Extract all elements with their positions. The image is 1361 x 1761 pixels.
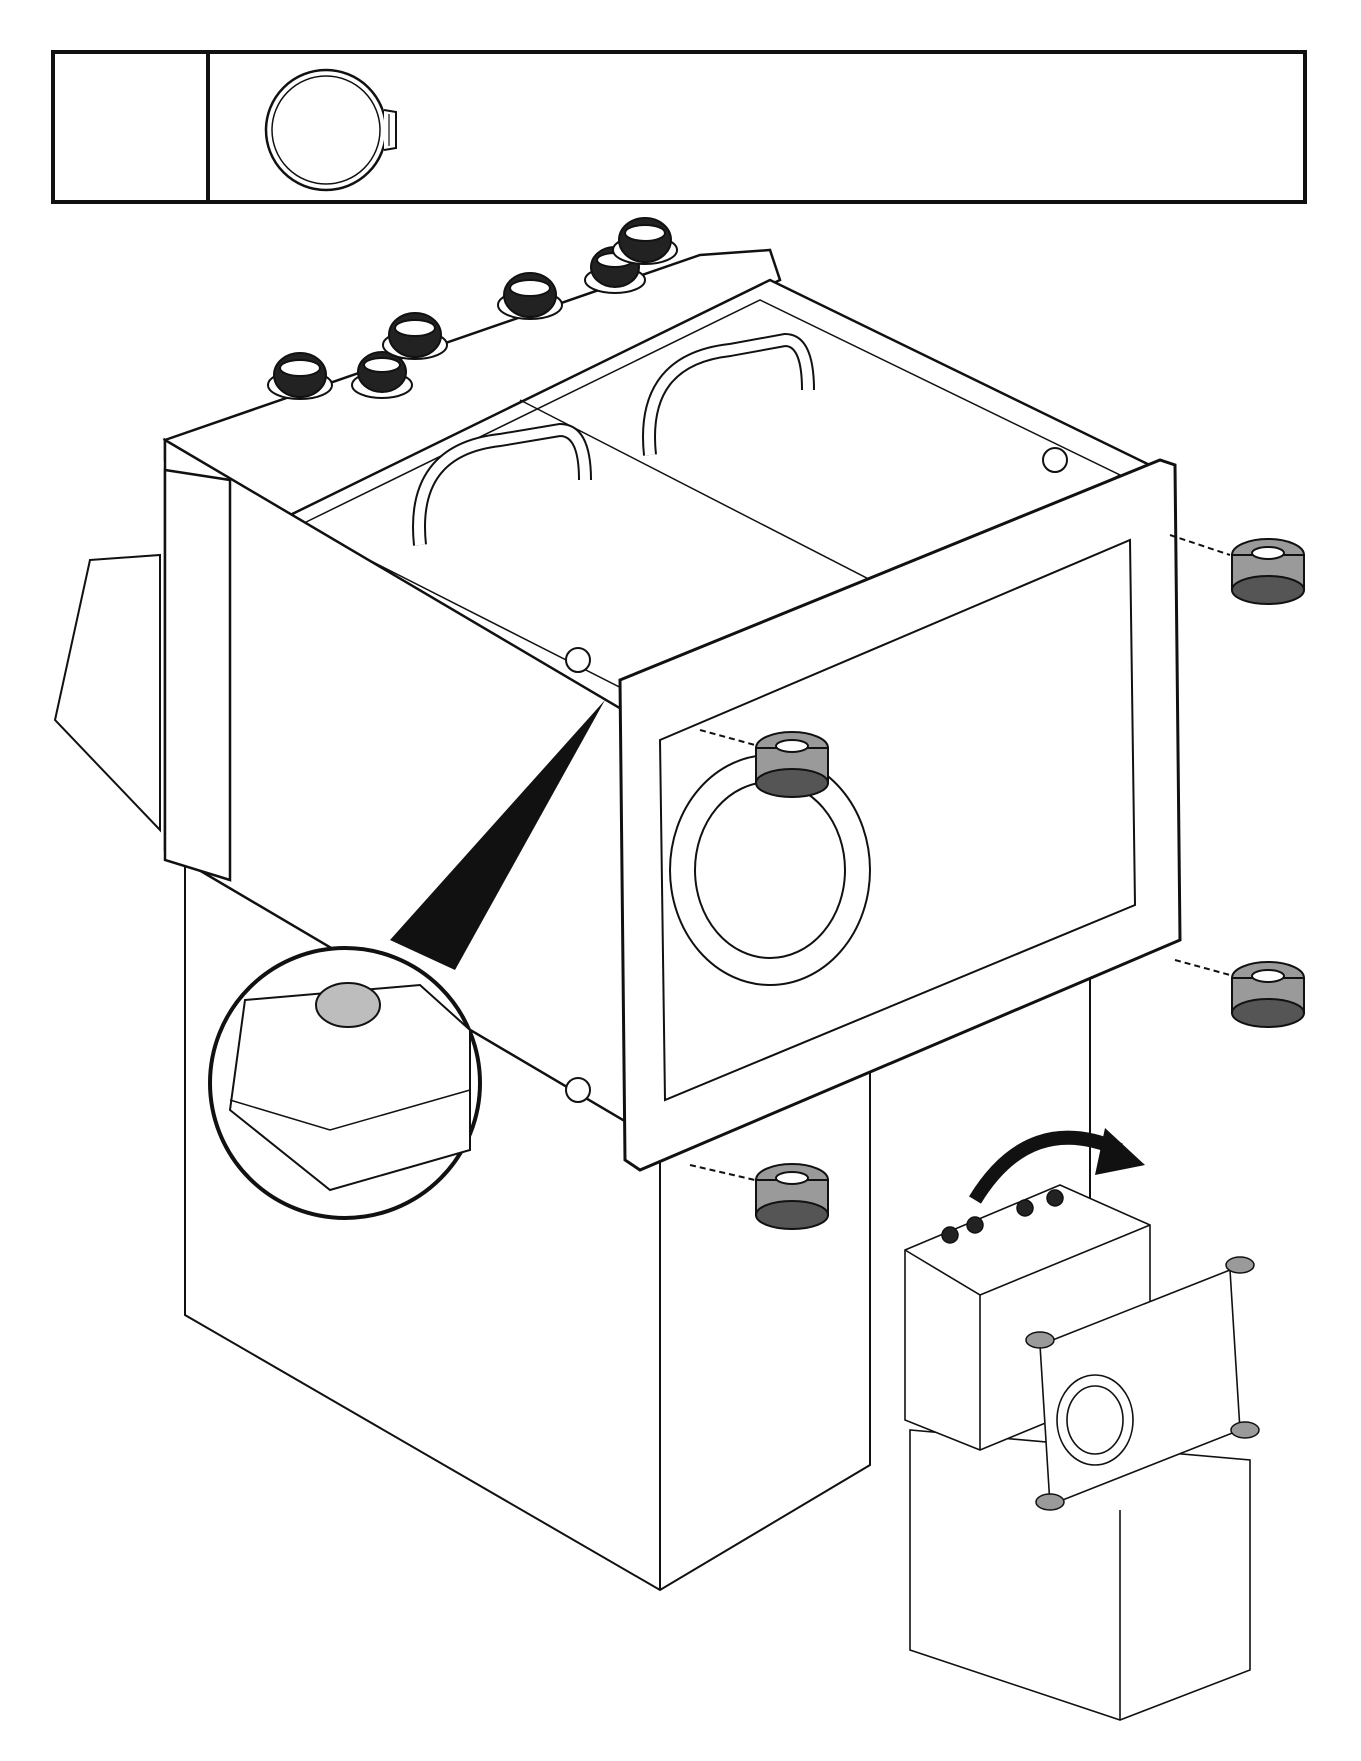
caster-wheel [1175, 960, 1304, 1027]
flip-over-assembly-inset [850, 1130, 1300, 1730]
step-header-box [51, 50, 1307, 204]
caster-wheel [1170, 535, 1304, 604]
parts-cell [210, 54, 1303, 200]
step-number-cell [55, 54, 210, 200]
cap-disc-icon [258, 62, 408, 197]
